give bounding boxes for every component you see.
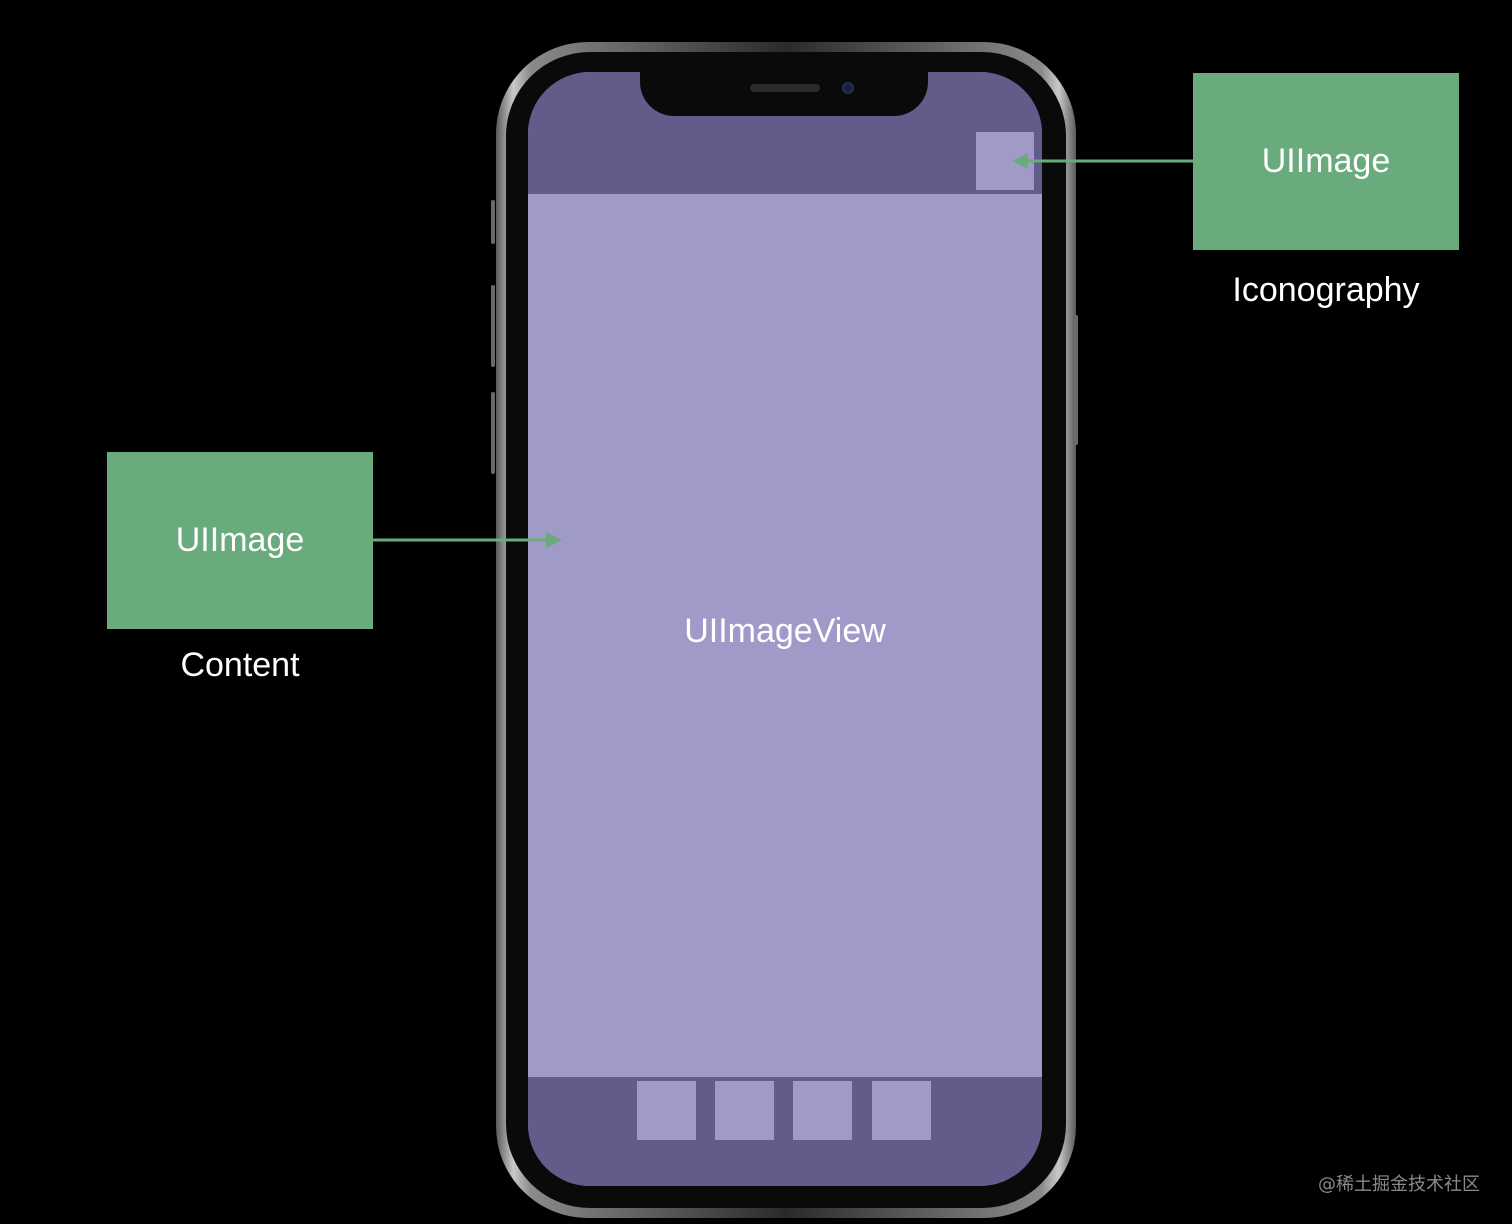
tab-icon-1	[637, 1081, 696, 1140]
phone-screen	[528, 72, 1042, 1186]
content-uiimage-box: UIImage	[107, 452, 373, 629]
icon-arrow-head	[1012, 153, 1028, 169]
watermark: @稀土掘金技术社区	[1318, 1174, 1480, 1195]
tab-bar	[528, 1077, 1042, 1186]
side-button-volume-up	[491, 285, 495, 367]
content-caption: Content	[180, 646, 300, 684]
side-button-volume-down	[491, 392, 495, 474]
icon-uiimage-box: UIImage	[1193, 73, 1459, 250]
icon-uiimage-label: UIImage	[1261, 142, 1391, 180]
speaker-grille	[750, 84, 820, 92]
side-button-silent	[491, 200, 495, 244]
front-camera	[842, 82, 854, 94]
tab-icon-2	[715, 1081, 774, 1140]
tab-icon-4	[872, 1081, 931, 1140]
uiimageview-label: UIImageView	[684, 612, 886, 650]
content-uiimage-label: UIImage	[175, 521, 305, 559]
content-arrow-head	[546, 532, 562, 548]
side-button-power	[1074, 315, 1078, 445]
tab-icon-3	[793, 1081, 852, 1140]
iconography-caption: Iconography	[1232, 271, 1420, 309]
